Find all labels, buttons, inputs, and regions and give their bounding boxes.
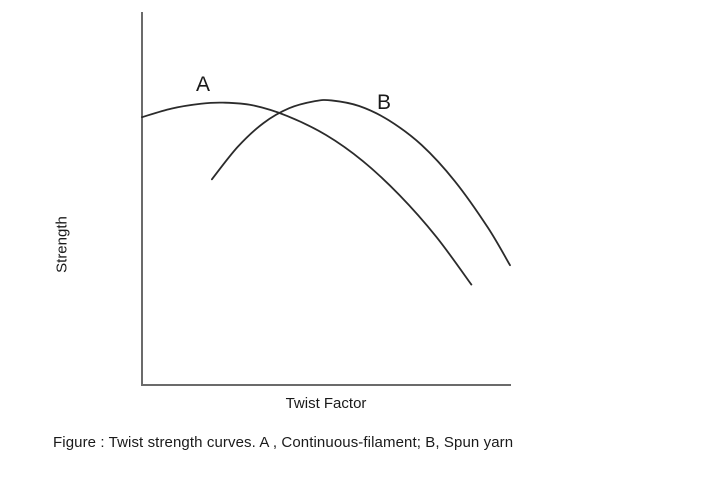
x-axis-title: Twist Factor <box>285 395 367 412</box>
curve-label-a: A <box>196 73 211 96</box>
curve-b-spun-yarn <box>211 99 511 267</box>
curve-label-b: B <box>377 91 392 114</box>
figure-caption: Figure : Twist strength curves. A , Cont… <box>53 434 514 451</box>
curve-a-continuous-filament <box>141 101 473 286</box>
y-axis-title: Strength <box>53 216 71 273</box>
